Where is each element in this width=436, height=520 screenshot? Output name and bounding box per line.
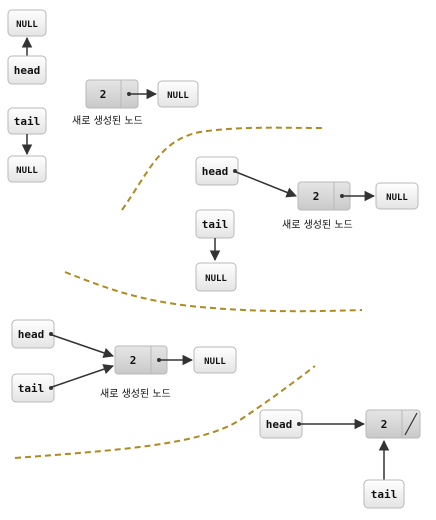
head-box: head <box>7 55 47 85</box>
new-node-caption: 새로 생성된 노드 <box>100 388 171 400</box>
tail-box: tail <box>7 107 47 135</box>
null-box: NULL <box>195 262 237 292</box>
tail-box: tail <box>11 373 55 403</box>
tail-label: tail <box>14 115 41 128</box>
head-to-node-arrow <box>235 171 297 198</box>
node-value: 2 <box>313 190 320 203</box>
head-label: head <box>202 165 229 178</box>
head-to-node-arrow <box>51 334 114 358</box>
node-value: 2 <box>381 418 388 431</box>
node-value: 2 <box>100 88 107 101</box>
tail-box: tail <box>195 209 235 239</box>
tail-label: tail <box>371 488 398 501</box>
node-value: 2 <box>130 354 137 367</box>
tail-label: tail <box>202 218 229 231</box>
head-label: head <box>14 64 41 77</box>
panel-1: NULL head tail NULL 2 NULL 새로 생성된 노드 <box>7 9 199 183</box>
divider-curve-3 <box>14 365 316 459</box>
null-label: NULL <box>16 166 38 176</box>
panel-4: head 2 tail <box>259 409 421 509</box>
null-label: NULL <box>16 20 38 30</box>
null-label: NULL <box>205 274 227 284</box>
tail-label: tail <box>18 382 45 395</box>
new-node-caption: 새로 생성된 노드 <box>72 115 143 127</box>
head-box: head <box>195 156 239 186</box>
null-label: NULL <box>167 91 189 101</box>
null-box: NULL <box>157 80 199 108</box>
head-box: head <box>259 409 303 439</box>
panel-3: head tail 2 NULL 새로 생성된 노드 <box>11 319 237 403</box>
head-box: head <box>11 319 55 349</box>
tail-box: tail <box>363 479 405 509</box>
null-box: NULL <box>193 346 237 374</box>
new-node: 2 <box>114 345 168 375</box>
new-node: 2 <box>297 181 351 211</box>
null-label: NULL <box>204 357 226 367</box>
tail-to-node-arrow <box>51 364 114 388</box>
null-box: NULL <box>375 182 419 210</box>
head-label: head <box>266 418 293 431</box>
null-box: NULL <box>7 155 47 183</box>
null-box: NULL <box>7 9 47 37</box>
new-node-caption: 새로 생성된 노드 <box>282 219 353 231</box>
null-label: NULL <box>386 193 408 203</box>
new-node: 2 <box>365 409 421 439</box>
null-slash-icon <box>404 412 418 436</box>
divider-curve-2 <box>64 271 363 313</box>
divider-curve-1 <box>121 126 323 211</box>
panel-2: head 2 NULL 새로 생성된 노드 tail NULL <box>195 156 419 292</box>
head-label: head <box>18 328 45 341</box>
